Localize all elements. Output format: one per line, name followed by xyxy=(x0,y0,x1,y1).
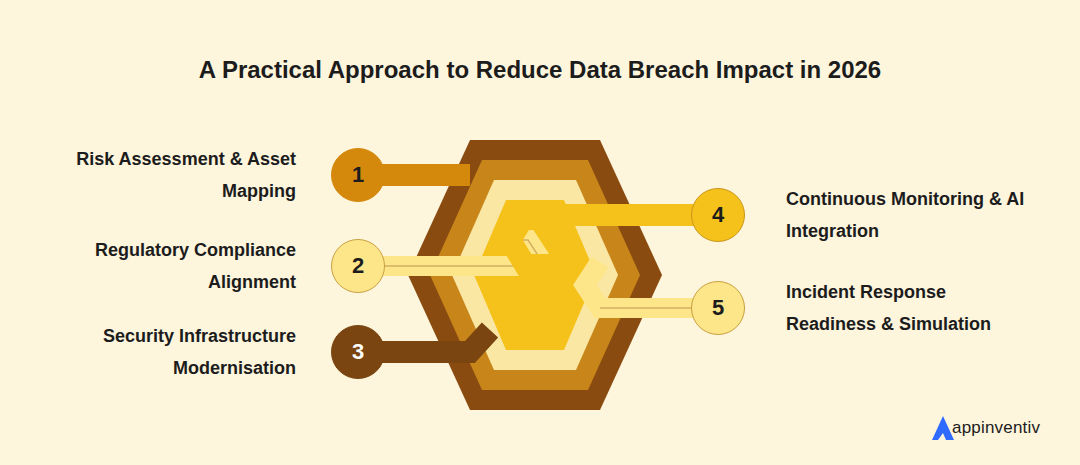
step-label: Incident Response Readiness & Simulation xyxy=(786,276,1036,340)
numbered-circle: 1Risk Assessment & Asset Mapping xyxy=(331,148,385,202)
numbered-circle: 3Security Infrastructure Modernisation xyxy=(331,325,385,379)
logo-icon xyxy=(932,416,954,440)
callout-number: 5 xyxy=(692,282,744,334)
diagram-title: A Practical Approach to Reduce Data Brea… xyxy=(0,56,1080,84)
callout-number: 2 xyxy=(332,240,384,292)
step-label: Security Infrastructure Modernisation xyxy=(26,320,296,384)
step-label: Risk Assessment & Asset Mapping xyxy=(26,143,296,207)
step-label: Continuous Monitoring & AI Integration xyxy=(786,183,1036,247)
numbered-circle: 5Incident Response Readiness & Simulatio… xyxy=(691,281,745,335)
step-label: Regulatory Compliance Alignment xyxy=(26,234,296,298)
band xyxy=(510,215,718,265)
callout-number: 4 xyxy=(692,189,744,241)
callout-number: 3 xyxy=(332,326,384,378)
brand-logo-text: appinventiv xyxy=(952,418,1040,438)
numbered-circle: 4Continuous Monitoring & AI Integration xyxy=(691,188,745,242)
numbered-circle: 2Regulatory Compliance Alignment xyxy=(331,239,385,293)
callout-number: 1 xyxy=(332,149,384,201)
